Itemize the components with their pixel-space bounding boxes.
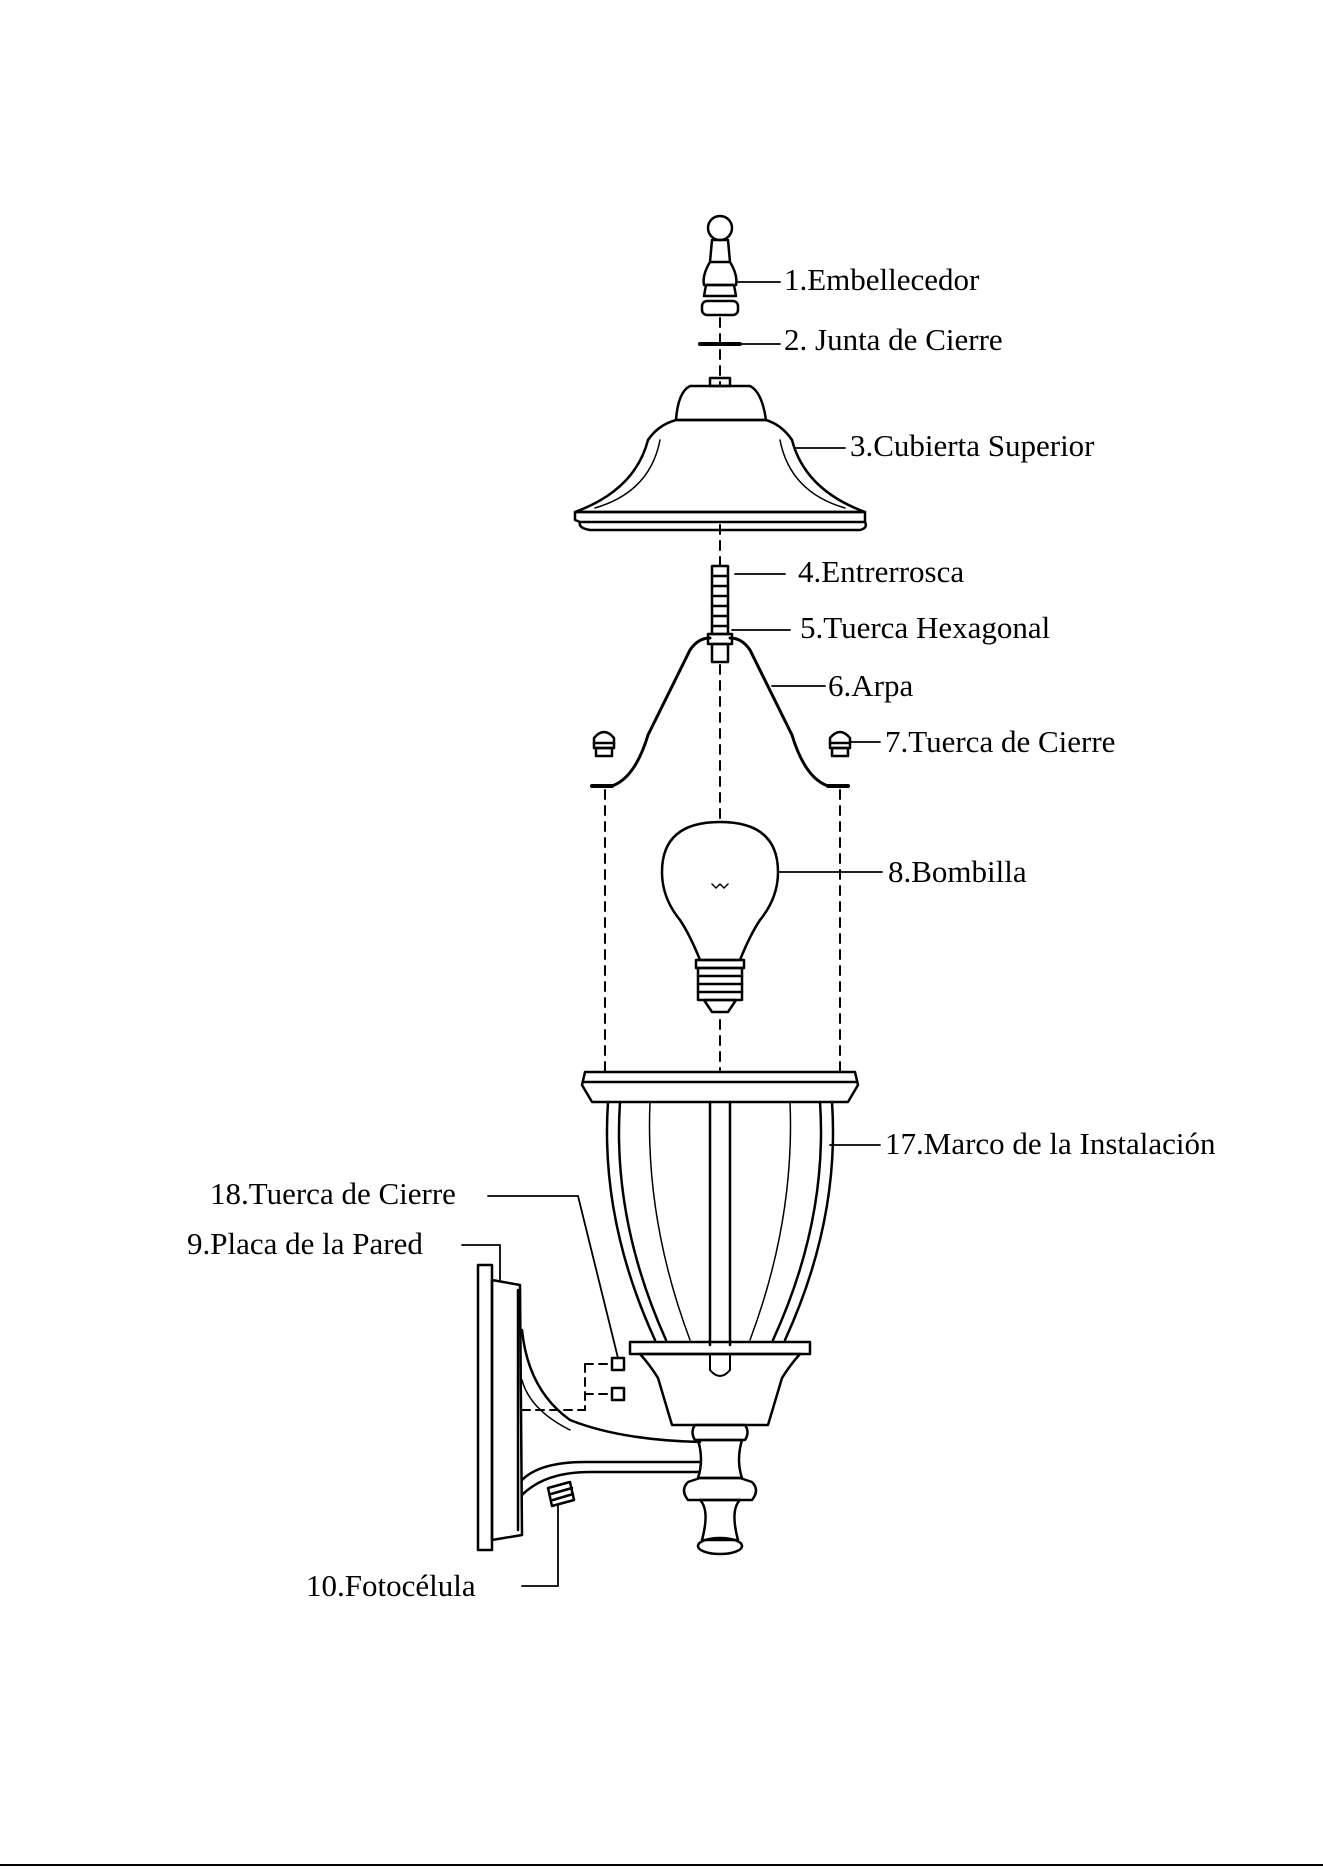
label-harp: 6.Arpa xyxy=(828,668,913,704)
label-gasket: 2. Junta de Cierre xyxy=(784,322,1003,358)
label-finial: 1.Embellecedor xyxy=(784,262,979,298)
lock-nuts xyxy=(612,1358,624,1400)
threaded-rod-part xyxy=(712,566,728,634)
bulb-part xyxy=(662,822,778,1012)
bottom-rule xyxy=(0,1864,1323,1866)
label-wall-plate: 9.Placa de la Pared xyxy=(187,1226,423,1262)
top-cover-part xyxy=(575,378,866,530)
leader-lines xyxy=(462,282,882,1586)
photocell-part xyxy=(548,1482,574,1506)
label-photocell: 10.Fotocélula xyxy=(306,1568,476,1604)
side-guides xyxy=(605,790,840,1072)
label-threaded-rod: 4.Entrerrosca xyxy=(798,554,964,590)
label-bulb: 8.Bombilla xyxy=(888,854,1027,890)
cap-nut-right xyxy=(830,732,850,756)
label-top-cover: 3.Cubierta Superior xyxy=(850,428,1095,464)
finial-part xyxy=(702,216,738,315)
label-fixture-frame: 17.Marco de la Instalación xyxy=(885,1126,1216,1162)
label-lock-nut: 18.Tuerca de Cierre xyxy=(210,1176,456,1212)
fixture-frame-part xyxy=(582,1072,858,1554)
label-hex-nut: 5.Tuerca Hexagonal xyxy=(800,610,1050,646)
cap-nut-left xyxy=(594,732,614,756)
nut-guides xyxy=(522,1364,612,1410)
hex-nut-part xyxy=(708,634,732,662)
label-cap-nut: 7.Tuerca de Cierre xyxy=(885,724,1115,760)
